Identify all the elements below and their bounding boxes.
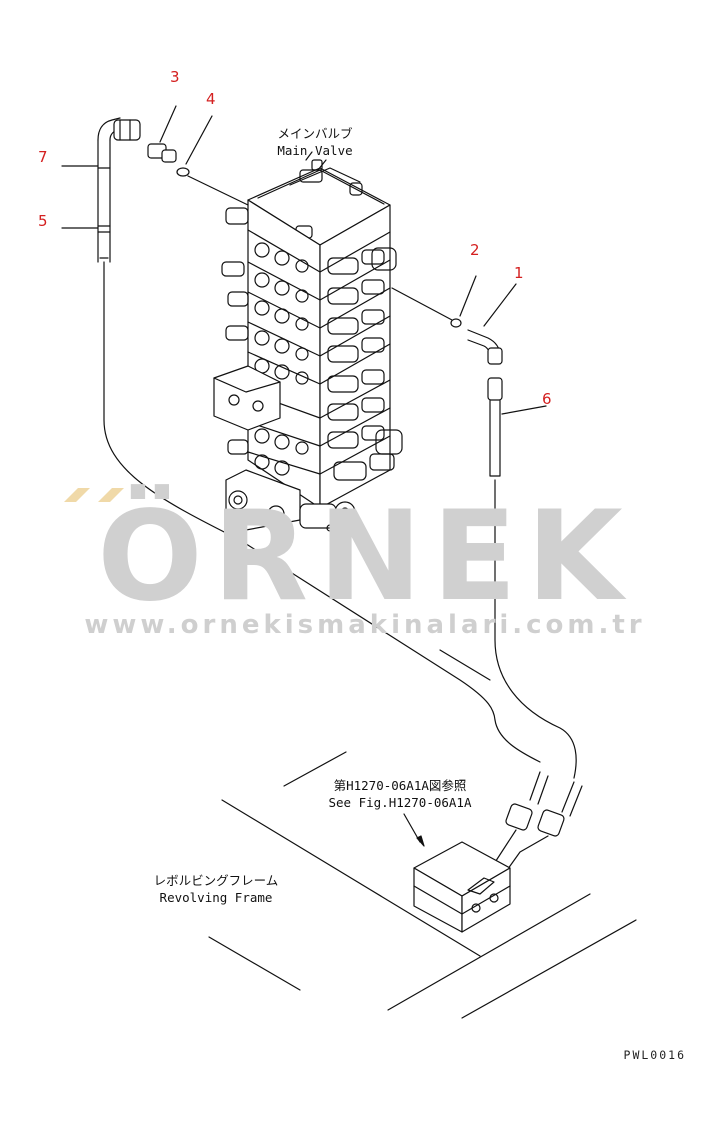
see-fig-label-en: See Fig.H1270-06A1A	[328, 795, 472, 810]
watermark-brand: ÖRNEK	[97, 485, 633, 629]
revolving-frame	[208, 751, 637, 1019]
frame-label-jp: レボルビングフレーム	[153, 873, 279, 888]
callout-3: 3	[170, 68, 180, 86]
callout-6: 6	[542, 390, 552, 408]
main-valve	[213, 159, 403, 532]
callout-2: 2	[470, 241, 480, 259]
pipe-assembly-left	[97, 117, 541, 763]
main-valve-label-jp: メインバルブ	[277, 126, 353, 141]
callout-5: 5	[38, 212, 48, 230]
watermark-url: www.ornekismakinalari.com.tr	[84, 610, 646, 640]
callout-leaders	[61, 105, 547, 847]
adapter-and-oring-upper	[147, 143, 249, 206]
junction-block	[413, 771, 583, 933]
see-fig-label-jp: 第H1270-06A1A図参照	[333, 778, 467, 793]
pipe-assembly-right	[487, 377, 577, 779]
frame-label-en: Revolving Frame	[159, 890, 273, 905]
callout-1: 1	[514, 264, 524, 282]
callout-4: 4	[206, 90, 216, 108]
main-valve-label-en: Main Valve	[277, 143, 353, 158]
drawing-code: PWL0016	[623, 1048, 686, 1062]
elbow-and-oring-right	[391, 287, 503, 365]
callout-7: 7	[38, 148, 48, 166]
watermark-accent-marks	[64, 488, 124, 502]
